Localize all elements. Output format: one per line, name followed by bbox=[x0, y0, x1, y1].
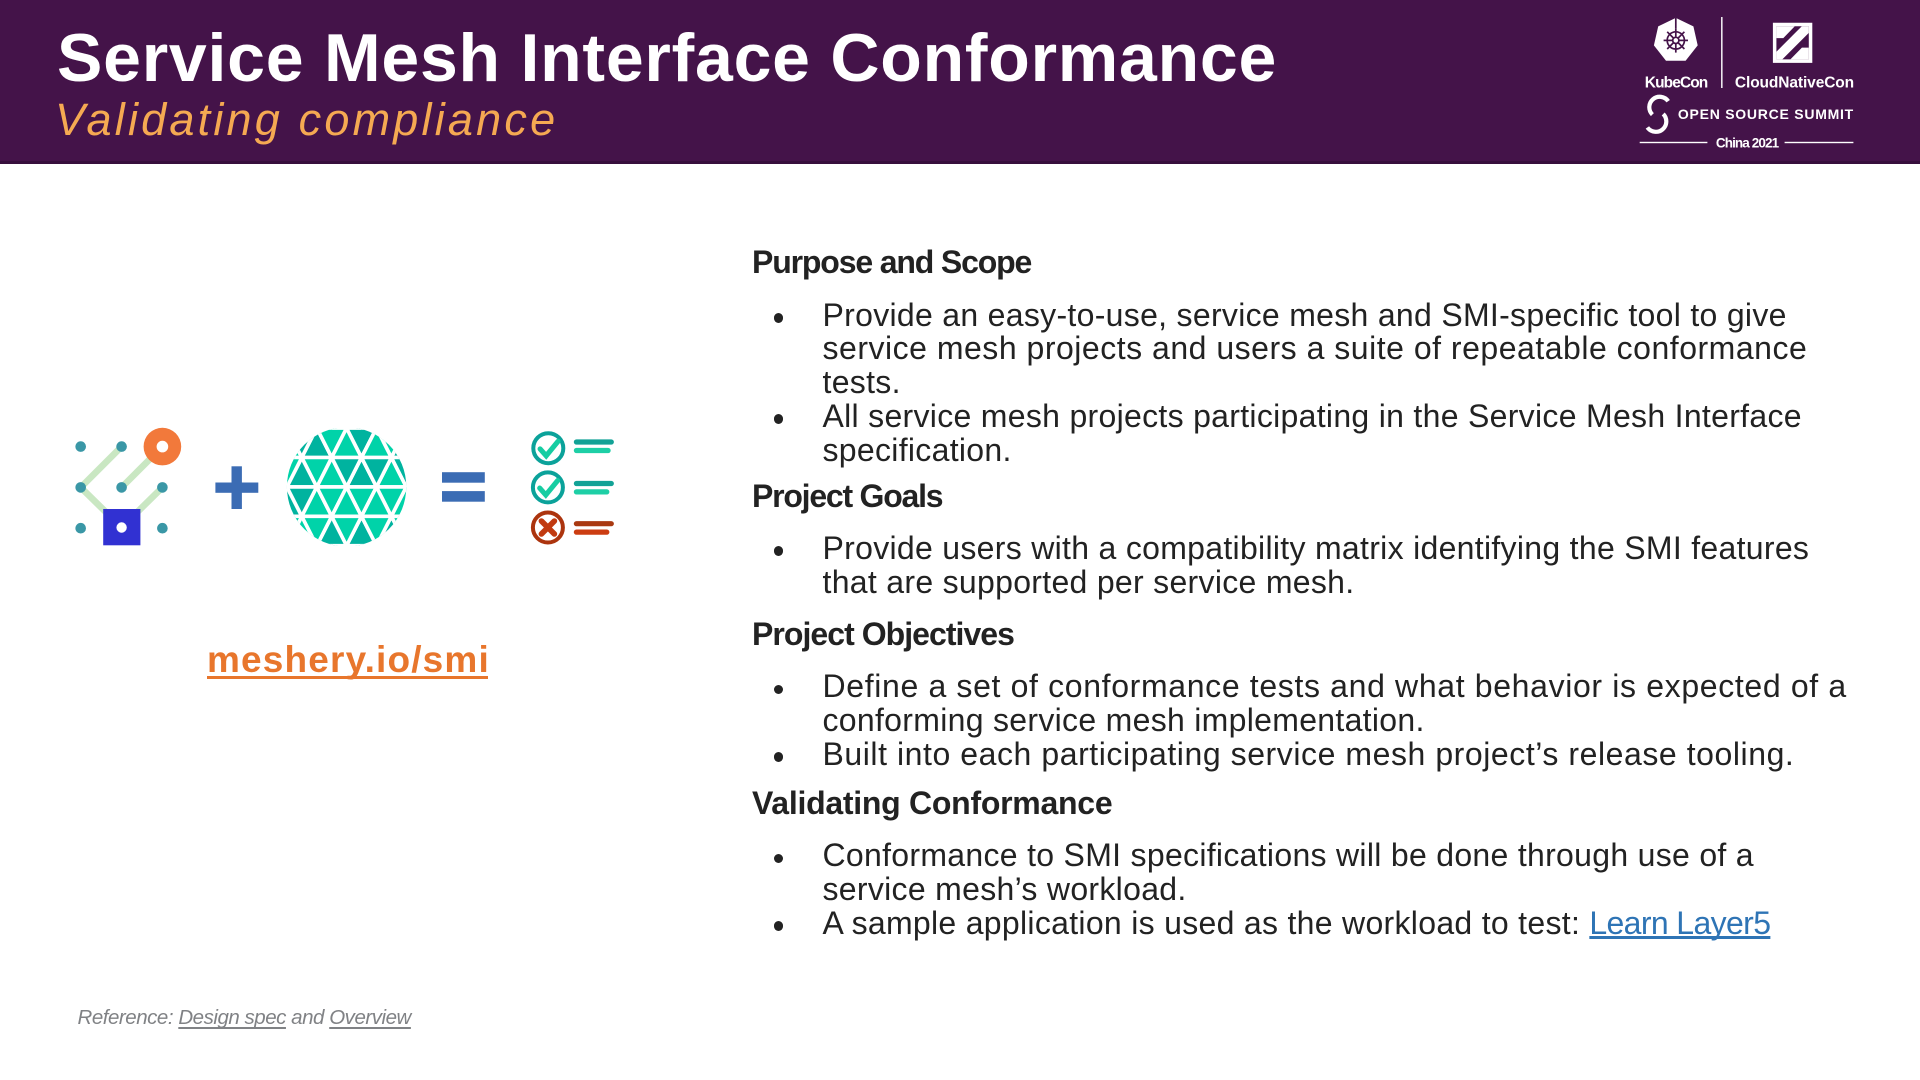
svg-text:CloudNativeCon: CloudNativeCon bbox=[1735, 75, 1854, 92]
svg-text:OPEN SOURCE SUMMIT: OPEN SOURCE SUMMIT bbox=[1678, 106, 1854, 122]
svg-text:KubeCon: KubeCon bbox=[1645, 75, 1708, 92]
svg-text:China 2021: China 2021 bbox=[1716, 135, 1780, 150]
